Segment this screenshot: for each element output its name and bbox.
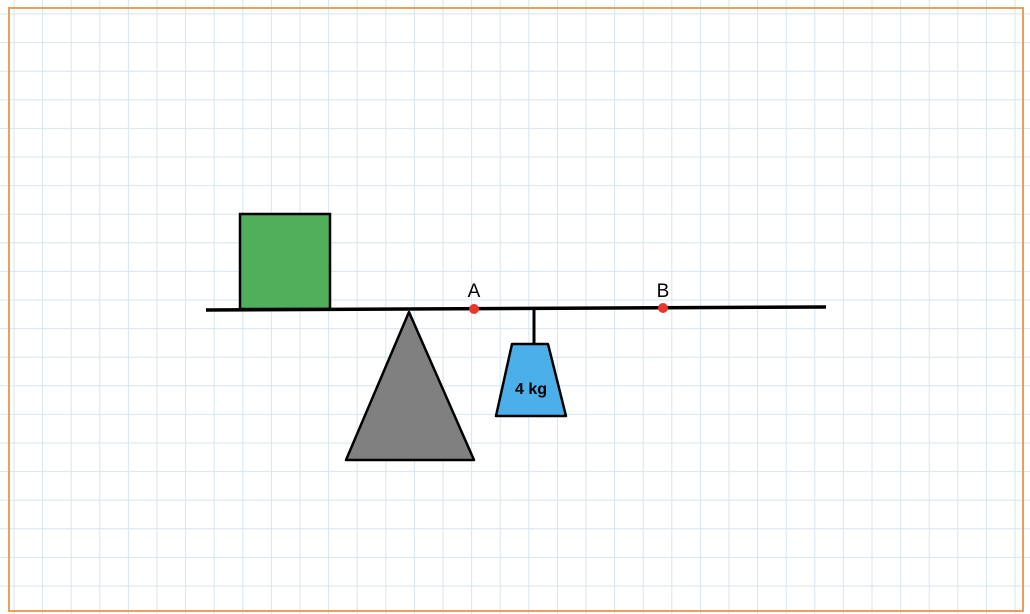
diagram-frame bbox=[8, 7, 1024, 612]
point-a-marker bbox=[469, 304, 479, 314]
lever-beam bbox=[205, 305, 827, 312]
point-a-label: A bbox=[468, 281, 481, 302]
point-b-label: B bbox=[657, 281, 670, 302]
point-b-marker bbox=[658, 303, 668, 313]
hanging-weight bbox=[494, 342, 568, 418]
weight-label: 4 kg bbox=[515, 381, 547, 398]
green-block bbox=[238, 212, 332, 311]
fulcrum-triangle bbox=[344, 310, 476, 462]
